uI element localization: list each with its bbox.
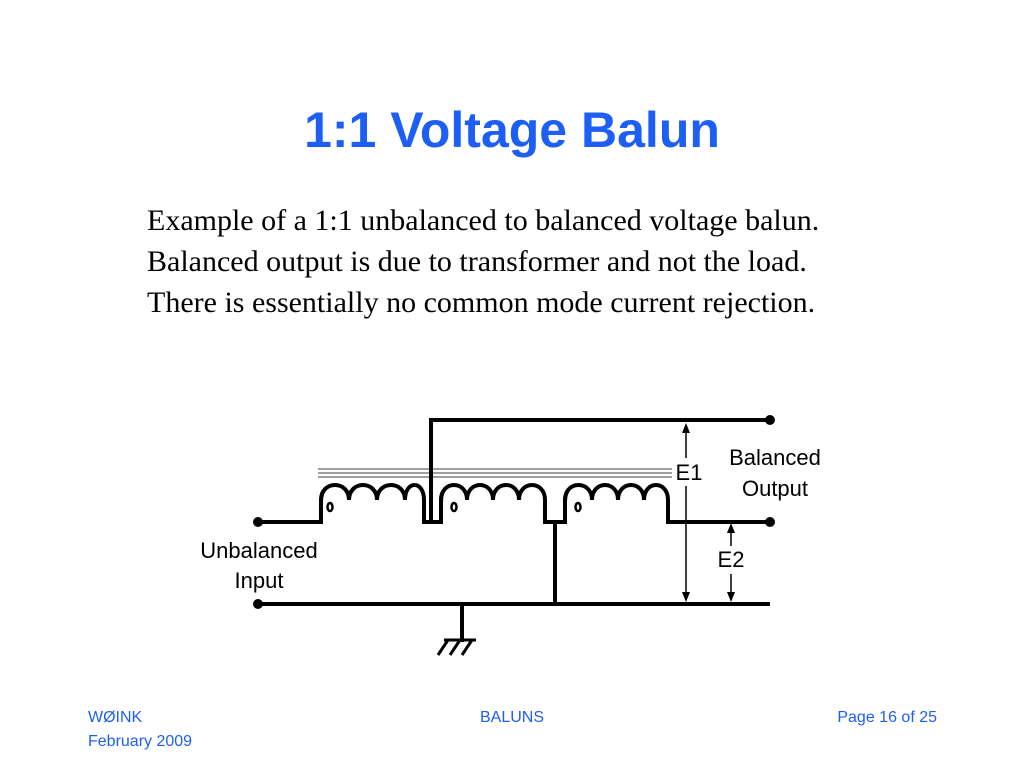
balanced-output-label-line1: Balanced — [729, 445, 821, 470]
footer-author: WØINK — [88, 709, 143, 726]
coil-link-2 — [543, 498, 567, 524]
terminal-top-output — [765, 415, 775, 425]
slide-body: Example of a 1:1 unbalanced to balanced … — [147, 200, 847, 323]
input-hot-wire — [256, 498, 323, 524]
coil-2 — [438, 483, 547, 524]
coil-3 — [562, 483, 670, 524]
body-paragraph-1: Example of a 1:1 unbalanced to balanced … — [147, 204, 820, 278]
balanced-output-label-line2: Output — [742, 476, 808, 501]
transformer-core — [318, 468, 676, 478]
polarity-dots — [326, 501, 582, 513]
ground-symbol — [436, 638, 476, 656]
terminals — [253, 415, 775, 609]
terminal-input-hot — [253, 517, 263, 527]
coil-link-1 — [422, 498, 443, 524]
footer-date: February 2009 — [88, 733, 193, 750]
slide-title: 1:1 Voltage Balun — [304, 102, 720, 158]
footer-topic: BALUNS — [479, 709, 545, 726]
page-number: Page 16 of 25 — [837, 709, 937, 726]
coil-1 — [318, 483, 426, 524]
unbalanced-input-label-line1: Unbalanced — [200, 538, 317, 563]
terminal-bottom-output — [765, 517, 775, 527]
unbalanced-input-label-line2: Input — [235, 568, 284, 593]
footer-author-block: WØINK February 2009 — [88, 706, 192, 754]
e2-label: E2 — [718, 547, 745, 572]
terminal-input-ground — [253, 599, 263, 609]
e1-label: E1 — [676, 460, 703, 485]
body-paragraph-2: There is essentially no common mode curr… — [147, 286, 816, 319]
